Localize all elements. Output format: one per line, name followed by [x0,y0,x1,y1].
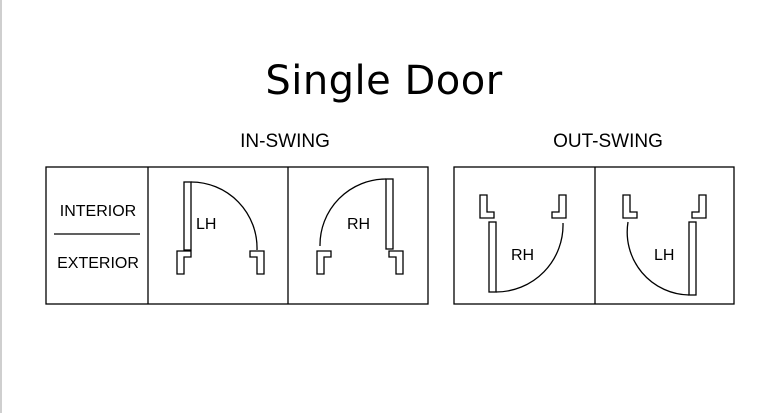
page-title: Single Door [265,58,503,104]
swing-arc-icon [319,178,387,247]
in-swing-heading: IN-SWING [240,131,330,152]
door-leaf-icon [183,181,192,251]
left-jamb-icon [479,194,495,219]
out-swing-lh-door [622,194,707,296]
in-swing-rh-label: RH [347,216,370,233]
left-jamb-icon [176,250,192,275]
in-swing-lh-label: LH [196,216,216,233]
interior-label: INTERIOR [60,203,136,220]
in-swing-lh-door [176,181,265,275]
door-leaf-icon [488,221,497,293]
swing-arc-icon [495,222,564,293]
out-swing-rh-door [479,194,567,293]
right-jamb-icon [249,250,265,275]
door-leaf-icon [688,221,697,296]
right-jamb-icon [691,194,707,219]
left-jamb-icon [316,250,332,275]
in-swing-table [45,166,429,305]
in-swing-rh-door [316,178,404,275]
swing-arc-icon [190,181,258,251]
out-swing-table [453,166,735,305]
right-jamb-icon [388,250,404,275]
exterior-label: EXTERIOR [57,255,139,272]
door-leaf-icon [385,178,394,250]
out-swing-heading: OUT-SWING [553,131,663,152]
out-swing-lh-label: LH [654,247,674,264]
swing-arc-icon [626,221,690,296]
right-jamb-icon [551,194,567,219]
page-left-edge [0,0,2,413]
left-jamb-icon [622,194,638,219]
out-swing-rh-label: RH [511,247,534,264]
